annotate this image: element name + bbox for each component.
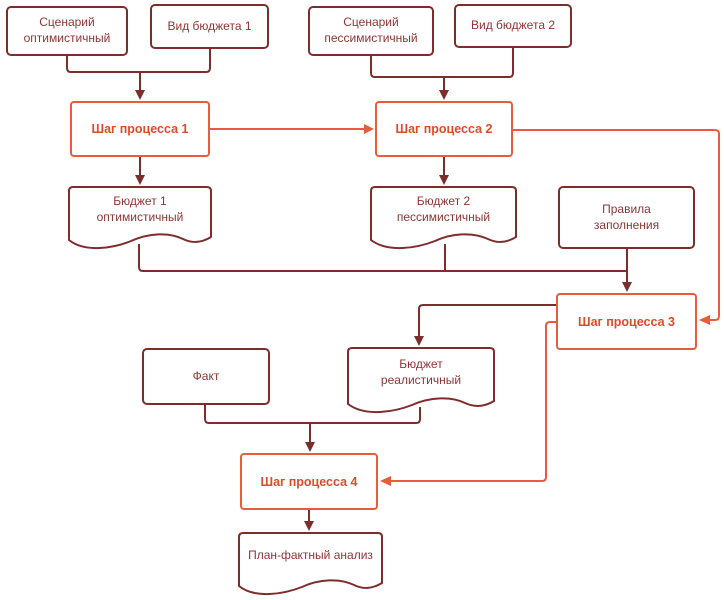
node-budget-view-1[interactable]: Вид бюджета 1: [150, 4, 269, 49]
node-step-4[interactable]: Шаг процесса 4: [240, 453, 378, 510]
node-step-3[interactable]: Шаг процесса 3: [556, 293, 697, 350]
document-shape-icon: [370, 186, 517, 250]
document-shape-icon: [347, 347, 495, 414]
node-label: Вид бюджета 2: [471, 18, 555, 33]
edge-step2-to-step3: [513, 129, 720, 325]
edge-step3-to-budget-realistic: [414, 304, 556, 346]
edge-step3-to-step4: [380, 321, 556, 486]
node-label: Бюджет реалистичный: [380, 357, 462, 387]
node-label: Вид бюджета 1: [167, 18, 252, 33]
edge-budgets-rules-to-step3: [138, 244, 632, 292]
node-label: Шаг процесса 1: [91, 122, 189, 136]
node-filling-rules[interactable]: Правила заполнения: [558, 186, 695, 249]
edge-step4-to-plan-fact: [304, 510, 314, 531]
node-fact[interactable]: Факт: [142, 348, 270, 405]
node-label: Шаг процесса 3: [578, 314, 675, 329]
node-budget-2-pessimistic[interactable]: Бюджет 2 пессимистичный: [370, 186, 517, 258]
edge-step1-to-budget1: [135, 157, 145, 185]
node-step-2[interactable]: Шаг процесса 2: [375, 101, 513, 157]
edge-step1-to-step2: [210, 124, 374, 134]
node-step-1[interactable]: Шаг процесса 1: [70, 101, 210, 157]
node-budget-view-2[interactable]: Вид бюджета 2: [454, 4, 572, 48]
document-shape-icon: [238, 532, 383, 596]
document-shape-icon: [68, 186, 212, 250]
node-label: Факт: [192, 368, 220, 383]
edge-inputs-to-step2: [370, 48, 514, 100]
node-label: Правила заполнения: [593, 201, 660, 232]
node-budget-realistic[interactable]: Бюджет реалистичный: [347, 347, 495, 422]
edge-step2-to-budget2: [439, 157, 449, 185]
edge-inputs-to-step1: [66, 49, 211, 100]
node-scenario-optimistic[interactable]: Сценарий оптимистичный: [6, 6, 128, 56]
edge-fact-budget-to-step4: [204, 405, 421, 452]
node-budget-1-optimistic[interactable]: Бюджет 1 оптимистичный: [68, 186, 212, 258]
node-label: Шаг процесса 2: [395, 122, 493, 136]
node-label: Шаг процесса 4: [260, 474, 358, 489]
node-label: Бюджет 2 пессимистичный: [396, 194, 491, 224]
node-label: План-фактный анализ: [248, 548, 373, 562]
node-label: Сценарий оптимистичный: [23, 15, 111, 45]
node-label: Бюджет 1 оптимистичный: [96, 194, 184, 224]
node-scenario-pessimistic[interactable]: Сценарий пессимистичный: [308, 6, 434, 56]
node-plan-fact-analysis[interactable]: План-фактный анализ: [238, 532, 383, 600]
node-label: Сценарий пессимистичный: [324, 15, 418, 45]
